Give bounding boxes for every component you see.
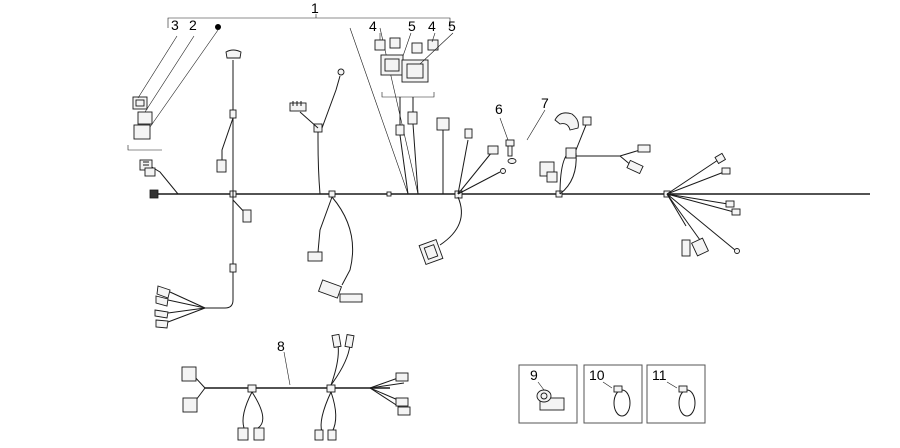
item-1-bracket [167,14,451,28]
callout-5a: 5 [408,18,416,34]
box-item-9 [518,364,578,424]
connector [339,293,363,303]
relay-part-3 [132,96,148,110]
connector-fan-right [666,152,741,257]
box-item-10 [583,364,643,424]
connector [237,427,249,441]
main-harness [127,24,870,329]
box-item-11 [646,364,706,424]
clip-top [225,49,242,59]
connector [464,128,473,139]
junction [328,190,336,198]
harness-8 [181,333,411,441]
connector [487,145,499,155]
callout-1: 1 [311,0,319,16]
bracket-7 [539,112,579,183]
fuse-holder-5b [401,59,429,83]
callout-10: 10 [589,367,605,383]
connector [317,279,343,299]
fuse-holder-5a [380,37,404,76]
connector [253,427,265,441]
connector [314,429,324,441]
callout-labels: 1 2 3 4 5 4 5 6 7 8 9 10 11 [171,0,667,383]
fuse-holder-4a [374,33,386,51]
ring-terminal [337,68,345,76]
connector [216,159,227,173]
connector [327,429,337,441]
connector [182,397,198,413]
callout-3: 3 [171,17,179,33]
connector [307,251,323,262]
connector-large [418,238,444,266]
connector [407,111,418,125]
callout-11: 11 [652,367,667,383]
callout-4a: 4 [369,18,377,34]
connector [181,366,197,382]
connector [637,144,651,153]
connector [395,124,405,136]
connector [626,159,644,175]
fuse-holder-4b [411,39,439,54]
callout-6: 6 [495,101,503,117]
connector [436,117,450,131]
bolt-6 [505,139,517,164]
junction [386,191,392,197]
callout-7: 7 [541,95,549,111]
callout-9: 9 [530,367,538,383]
junction [555,190,563,198]
bullet-dot [215,24,221,30]
callout-8: 8 [277,338,285,354]
connector [242,209,252,223]
connector-left-cluster [139,159,156,177]
callout-4b: 4 [428,18,436,34]
connector-fan-left [154,285,206,329]
relay-part-2 [133,111,153,140]
callout-5b: 5 [448,18,456,34]
callout-2: 2 [189,17,197,33]
connector-multi [289,101,307,112]
